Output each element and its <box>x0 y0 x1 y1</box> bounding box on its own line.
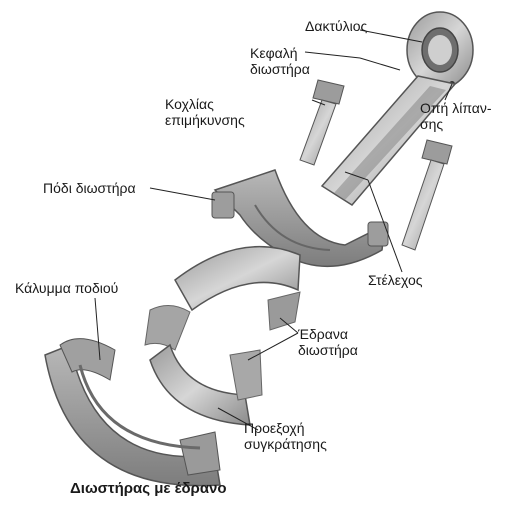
diagram-caption: Διωστήρας με έδρανο <box>70 480 227 497</box>
label-bearings: Έδρανα διωστήρα <box>298 326 358 358</box>
upper-bearing-shell <box>145 247 300 350</box>
label-ring: Δακτύλιος <box>305 18 367 34</box>
label-bolt: Κοχλίας επιμήκυνσης <box>165 96 245 128</box>
label-head: Κεφαλή διωστήρα <box>250 45 310 77</box>
label-oil-hole: Οπή λίπαν- σης <box>420 100 492 132</box>
label-foot: Πόδι διωστήρα <box>43 180 136 196</box>
bolt-left <box>300 80 344 165</box>
label-tab: Προεξοχή συγκράτησης <box>244 420 327 452</box>
label-shank: Στέλεχος <box>368 272 423 288</box>
label-cap: Κάλυμμα ποδιού <box>15 280 118 296</box>
bolt-right <box>402 140 452 250</box>
lower-bearing-shell <box>150 345 262 425</box>
